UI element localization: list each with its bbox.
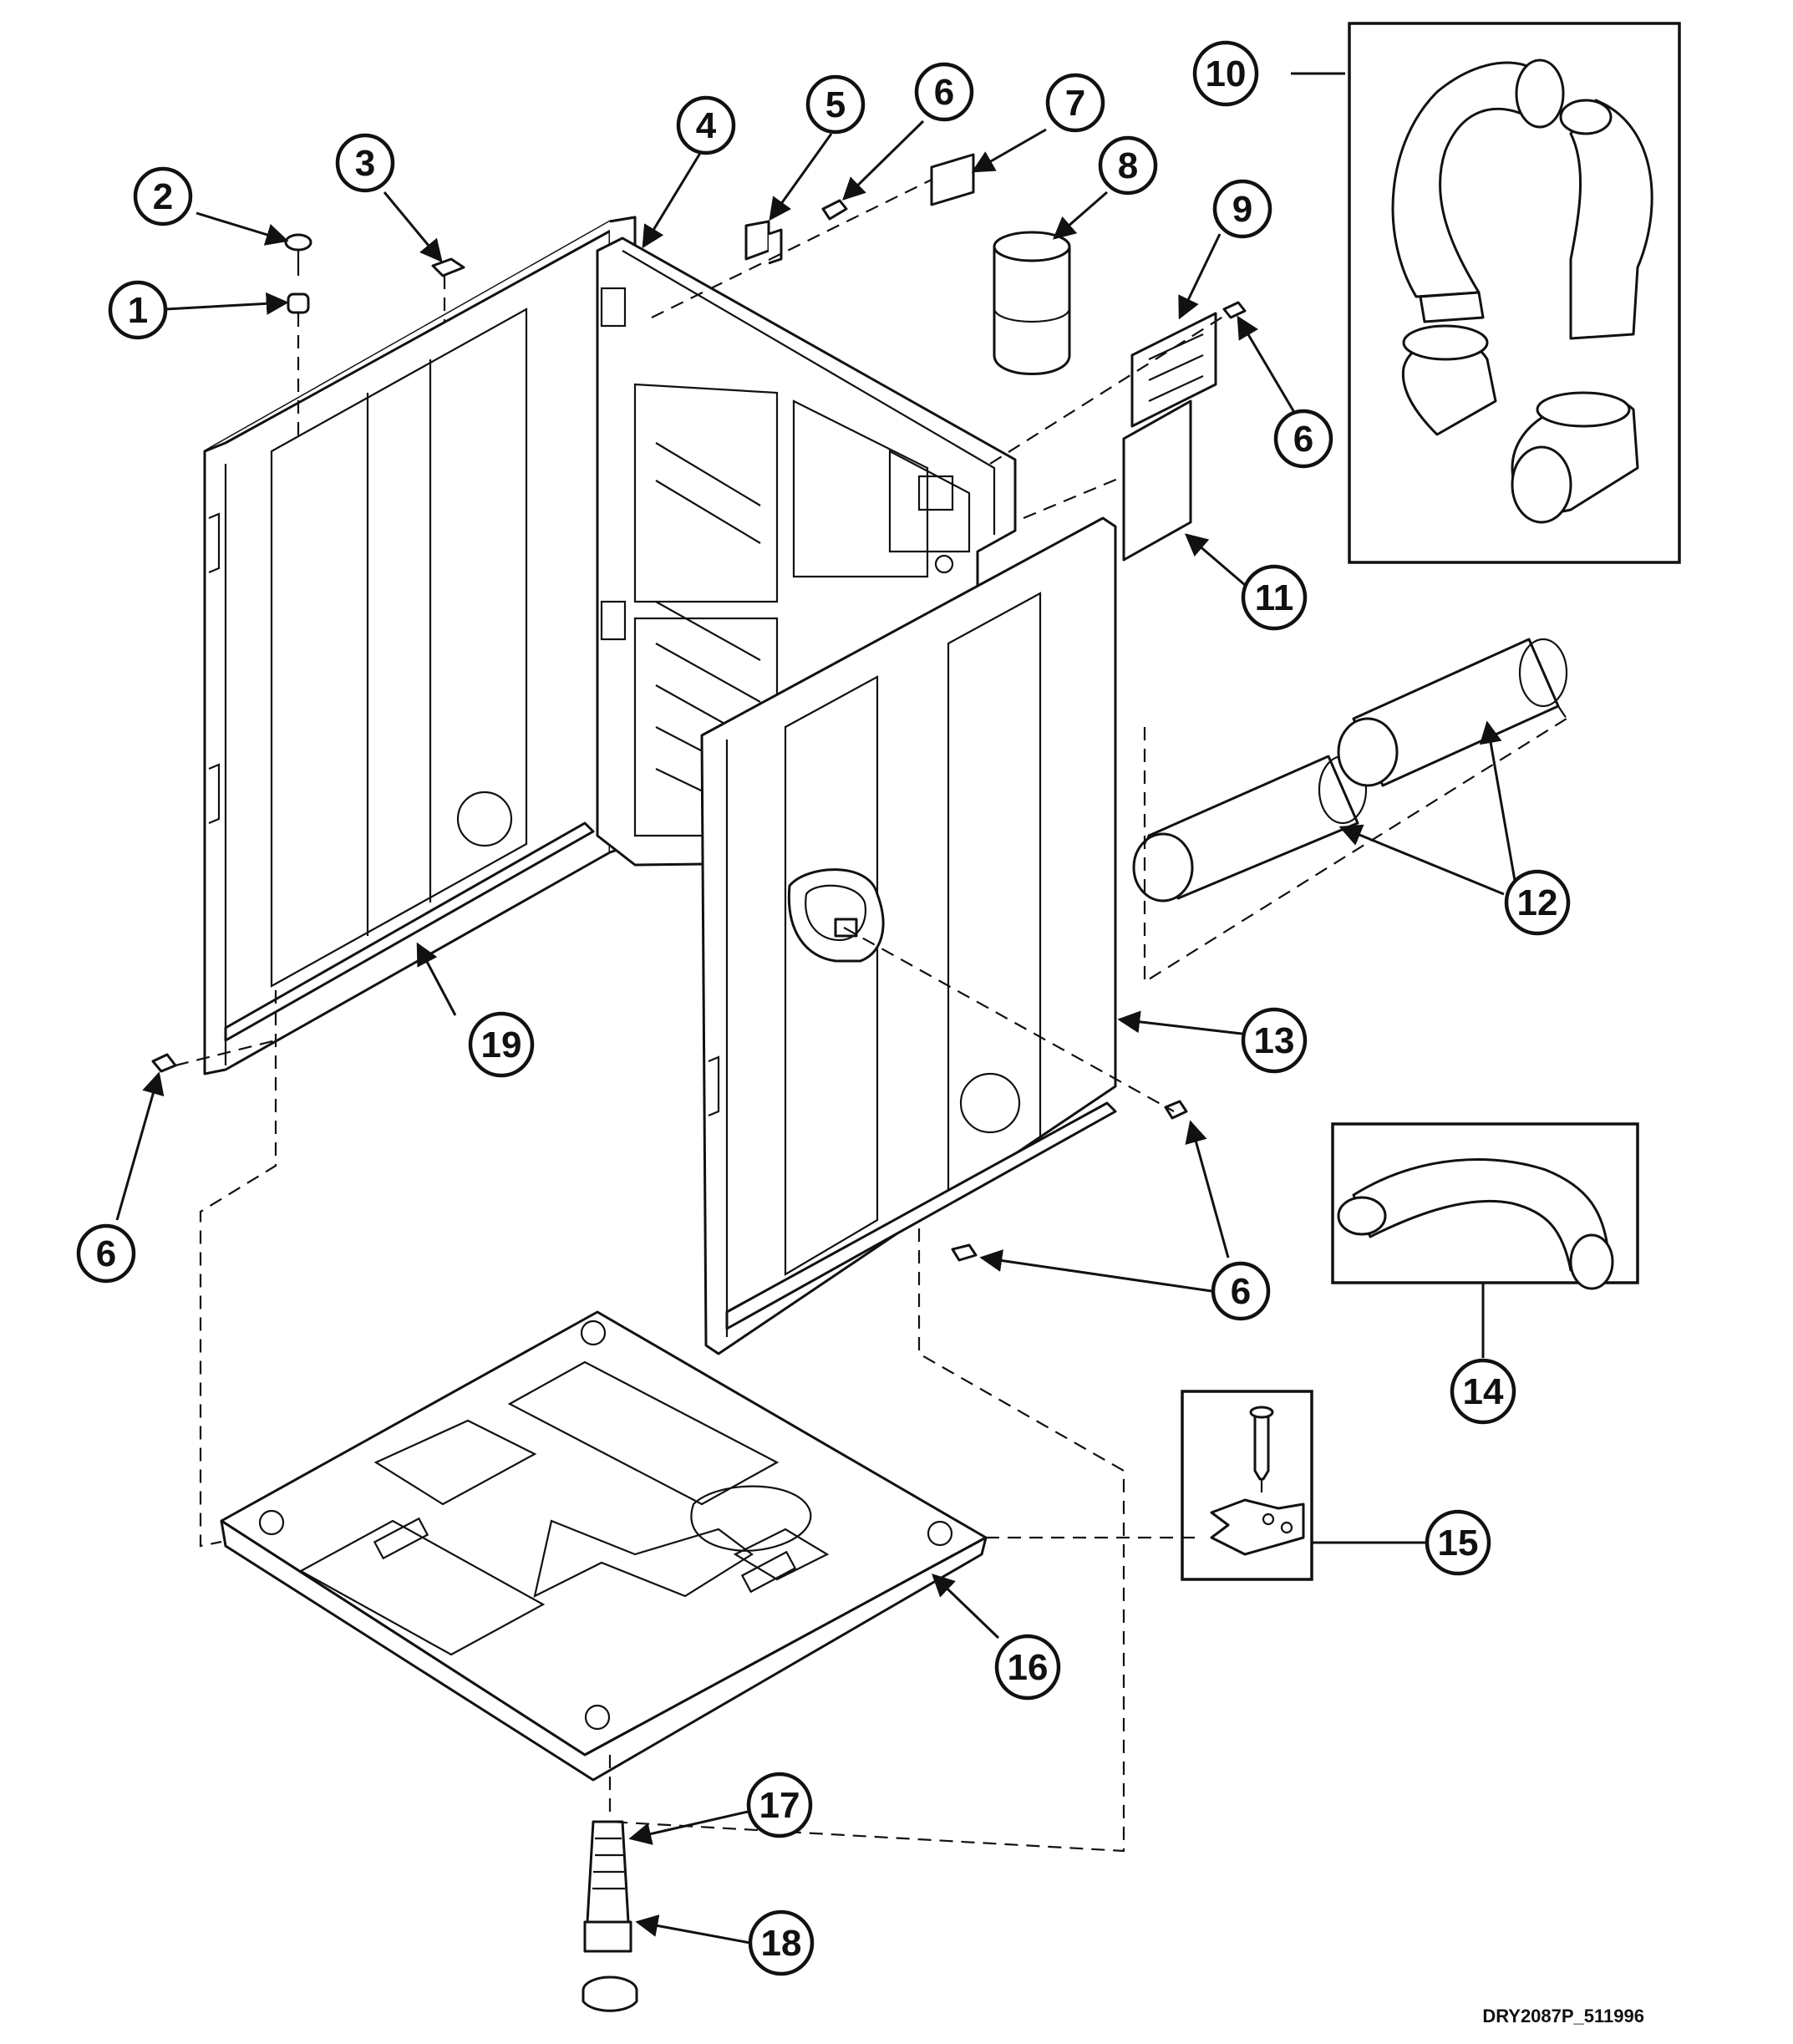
right-side-panel bbox=[700, 516, 1117, 1355]
callout-4: 4 bbox=[676, 95, 736, 155]
callout-17: 17 bbox=[746, 1772, 813, 1838]
screw-6-left bbox=[151, 1053, 177, 1073]
left-side-panel bbox=[203, 216, 637, 1075]
callout-7: 7 bbox=[1045, 73, 1105, 133]
callout-6-right-top: 6 bbox=[1273, 409, 1333, 469]
svg-text:16: 16 bbox=[1008, 1647, 1049, 1688]
exhaust-duct-8 bbox=[993, 231, 1071, 375]
svg-text:1: 1 bbox=[128, 290, 148, 331]
svg-text:11: 11 bbox=[1255, 577, 1294, 618]
screw-6-right-top bbox=[1222, 301, 1247, 319]
foot-pad-18 bbox=[582, 1975, 638, 2012]
callout-12: 12 bbox=[1504, 869, 1571, 936]
leader-lines bbox=[115, 72, 1518, 1945]
callout-6-top: 6 bbox=[914, 62, 974, 122]
callout-10: 10 bbox=[1192, 40, 1259, 107]
screw-6-right bbox=[1164, 1100, 1188, 1120]
callout-6-right: 6 bbox=[1211, 1261, 1271, 1321]
base-pan bbox=[220, 1310, 988, 1782]
svg-text:2: 2 bbox=[153, 176, 173, 217]
bracket-5 bbox=[744, 220, 783, 265]
svg-text:12: 12 bbox=[1517, 882, 1558, 923]
kit-box-15 bbox=[1181, 1390, 1313, 1581]
callout-11: 11 bbox=[1241, 564, 1308, 631]
callout-18: 18 bbox=[748, 1909, 815, 1976]
leveling-leg-17 bbox=[583, 1820, 632, 1953]
svg-text:9: 9 bbox=[1232, 189, 1252, 230]
assembly-lines bbox=[175, 179, 1567, 1853]
svg-text:8: 8 bbox=[1118, 145, 1138, 186]
svg-text:17: 17 bbox=[759, 1785, 800, 1826]
callout-1: 1 bbox=[108, 280, 168, 340]
callout-16: 16 bbox=[994, 1634, 1061, 1701]
svg-text:5: 5 bbox=[825, 84, 846, 125]
callout-2: 2 bbox=[133, 166, 193, 226]
svg-text:14: 14 bbox=[1463, 1371, 1504, 1412]
callout-5: 5 bbox=[805, 74, 866, 135]
svg-text:10: 10 bbox=[1206, 53, 1247, 94]
svg-text:19: 19 bbox=[481, 1025, 522, 1065]
callout-6-left: 6 bbox=[76, 1223, 136, 1284]
callout-8: 8 bbox=[1098, 135, 1158, 196]
screw-6-bottom bbox=[951, 1243, 978, 1262]
callout-19: 19 bbox=[468, 1011, 535, 1078]
svg-text:3: 3 bbox=[355, 143, 375, 184]
anti-tip-bracket-15 bbox=[1210, 1406, 1305, 1556]
svg-text:18: 18 bbox=[761, 1923, 802, 1964]
callout-3: 3 bbox=[335, 133, 395, 193]
callout-13: 13 bbox=[1241, 1007, 1308, 1074]
svg-text:6: 6 bbox=[96, 1233, 116, 1274]
flexible-hoses-10 bbox=[1391, 58, 1653, 524]
svg-text:6: 6 bbox=[1231, 1271, 1251, 1312]
label-7 bbox=[930, 153, 975, 206]
callout-14: 14 bbox=[1450, 1358, 1516, 1425]
callout-15: 15 bbox=[1425, 1509, 1491, 1576]
kit-box-10 bbox=[1348, 22, 1681, 564]
svg-text:15: 15 bbox=[1438, 1523, 1479, 1564]
duct-sections-12 bbox=[1132, 638, 1568, 903]
svg-text:6: 6 bbox=[934, 72, 954, 113]
clip-3 bbox=[431, 257, 465, 277]
svg-text:4: 4 bbox=[696, 105, 717, 146]
callout-9: 9 bbox=[1212, 179, 1272, 239]
screw-2 bbox=[284, 233, 312, 276]
kit-box-14 bbox=[1331, 1122, 1639, 1284]
svg-text:13: 13 bbox=[1254, 1020, 1295, 1061]
spacer-1 bbox=[287, 292, 310, 314]
plate-11 bbox=[1122, 399, 1192, 562]
elbow-hose-14 bbox=[1337, 1158, 1614, 1290]
svg-text:6: 6 bbox=[1293, 419, 1313, 460]
screw-6-top bbox=[821, 199, 848, 221]
svg-text:7: 7 bbox=[1065, 83, 1085, 124]
drawing-code: DRY2087P_511996 bbox=[1482, 2006, 1644, 2026]
